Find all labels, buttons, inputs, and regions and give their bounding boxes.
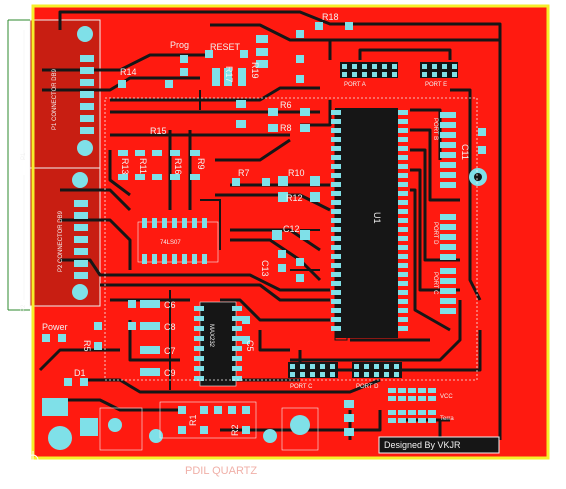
- label-r6: R6: [280, 100, 292, 110]
- port-d-header-bottom: [352, 362, 402, 378]
- traces: [38, 10, 502, 452]
- label-d1: D1: [74, 368, 86, 378]
- designer-box: [378, 436, 500, 454]
- label-r11: R11: [138, 158, 148, 174]
- label-c13: C13: [260, 260, 270, 277]
- max232-chip: [194, 301, 242, 387]
- port-d-header-right: [440, 214, 456, 260]
- label-p2: P2: [21, 304, 27, 312]
- label-terra: Terra: [440, 416, 454, 422]
- port-c-header-right: [440, 268, 456, 314]
- label-r2: R2: [230, 424, 240, 436]
- label-r17: R17: [224, 66, 234, 83]
- label-below-board: PDIL QUARTZ: [185, 465, 257, 477]
- label-port-c-right: PORT C: [432, 272, 438, 295]
- label-c6: C6: [164, 300, 176, 310]
- label-port-d-bottom: PORT D: [356, 384, 379, 390]
- label-p2-connector: P2 CONNECTOR DB9: [58, 210, 64, 272]
- label-power: Power: [42, 322, 68, 332]
- port-c-header-bottom: [288, 362, 338, 378]
- port-e-header: [420, 62, 458, 78]
- label-p1-connector: P1 CONNECTOR DB9: [52, 68, 58, 130]
- label-u2: MAX232: [208, 324, 214, 348]
- label-reset: RESET: [210, 42, 241, 52]
- label-c8: C8: [164, 322, 176, 332]
- label-r15: R15: [150, 126, 167, 136]
- label-r1: R1: [188, 414, 198, 426]
- label-r8: R8: [280, 123, 292, 133]
- label-r18: R18: [322, 12, 339, 22]
- label-r13: R13: [120, 158, 130, 175]
- u1-pins-left: [331, 110, 341, 331]
- label-r12: R12: [286, 193, 303, 203]
- label-r16: R16: [173, 158, 183, 175]
- label-prog: Prog: [170, 40, 189, 50]
- label-port-d-right: PORT D: [432, 222, 438, 245]
- port-a-header: [340, 62, 398, 78]
- label-port-c-bottom: PORT C: [290, 384, 313, 390]
- label-c11: C11: [460, 144, 470, 160]
- label-r10: R10: [288, 168, 305, 178]
- silkscreen-labels: R18 Prog RESET R19 R14 R17 R15 R13 R11 R…: [21, 12, 470, 477]
- label-r14: R14: [120, 67, 137, 77]
- vcc-header: [388, 388, 436, 401]
- label-u3: 74LS07: [160, 240, 181, 246]
- label-r7: R7: [238, 168, 250, 178]
- label-r9: R9: [196, 158, 206, 170]
- u1-pins-right: [398, 110, 408, 331]
- label-c9: C9: [164, 368, 176, 378]
- u1-chip: [335, 108, 398, 338]
- port-b-header: [440, 112, 456, 188]
- terra-header: [388, 410, 436, 423]
- label-r5: R5: [82, 340, 92, 352]
- label-u1: U1: [372, 212, 382, 224]
- board-outline: [31, 4, 550, 460]
- ls07-chip: [137, 218, 219, 264]
- p2-pads: [72, 172, 88, 300]
- label-port-a: PORT A: [344, 82, 366, 88]
- component-pads: [42, 22, 486, 436]
- label-p1: P1: [21, 152, 27, 160]
- label-c12: C12: [283, 224, 300, 234]
- label-designer: Designed By VKJR: [384, 440, 461, 450]
- label-port-b: PORT B: [432, 118, 438, 140]
- label-vcc: VCC: [440, 394, 453, 400]
- p1-pads: [77, 26, 94, 156]
- label-r19: R19: [250, 62, 260, 79]
- label-c5: C5: [245, 340, 255, 352]
- label-port-e: PORT E: [425, 82, 447, 88]
- round-pads: [42, 168, 487, 450]
- label-c7: C7: [164, 346, 176, 356]
